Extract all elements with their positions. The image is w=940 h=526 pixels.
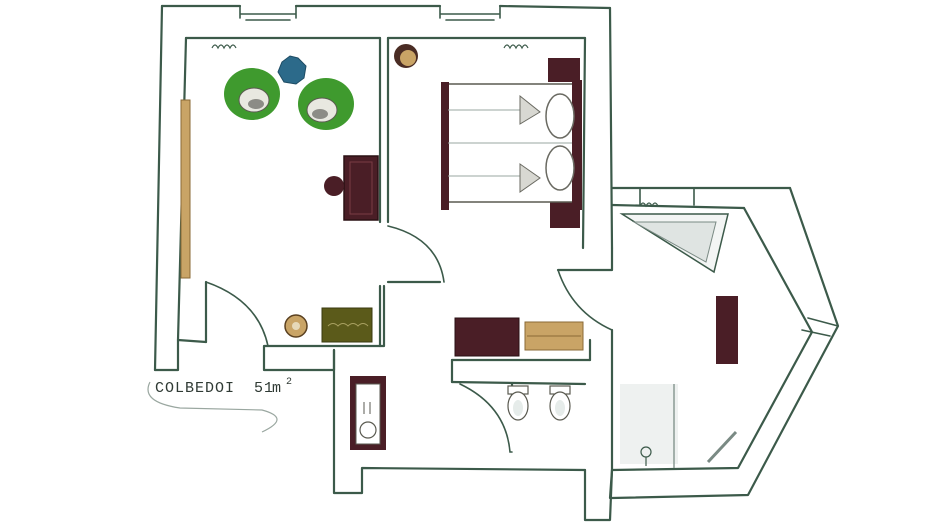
window-icon bbox=[639, 187, 695, 206]
pillow-icon bbox=[545, 145, 575, 191]
pillow-icon bbox=[545, 93, 575, 139]
outer-walls bbox=[153, 4, 840, 522]
toilet-icon bbox=[507, 385, 529, 421]
nightstand-icon bbox=[548, 58, 580, 82]
chair-icon bbox=[394, 44, 418, 68]
armchair-icon bbox=[224, 68, 280, 120]
radiator-icon bbox=[211, 44, 237, 50]
towel-rail bbox=[706, 430, 738, 464]
plan-area-value: 51 bbox=[254, 380, 274, 397]
bathroom-cabinet bbox=[716, 296, 738, 364]
desk-icon bbox=[343, 155, 379, 221]
door-swing-icon bbox=[205, 281, 269, 347]
bathtub-icon bbox=[619, 213, 729, 274]
living-room bbox=[180, 55, 379, 343]
plant-icon bbox=[277, 55, 307, 85]
bidet-icon bbox=[549, 385, 571, 421]
plan-area-unit: m bbox=[272, 380, 282, 397]
bathroom bbox=[350, 213, 738, 468]
windows bbox=[239, 5, 839, 337]
interior-walls bbox=[262, 36, 614, 472]
wardrobe bbox=[454, 317, 520, 357]
shower-icon bbox=[620, 384, 678, 468]
wall-shelf bbox=[180, 99, 191, 279]
armchair-icon bbox=[298, 78, 354, 130]
plan-label: COLBEDOI 51 m 2 bbox=[147, 377, 292, 433]
bed-icon bbox=[441, 80, 582, 210]
radiators bbox=[211, 44, 659, 208]
plan-name: COLBEDOI bbox=[155, 380, 235, 397]
bedroom bbox=[394, 44, 584, 357]
doors bbox=[205, 225, 613, 453]
sink-icon bbox=[350, 376, 386, 450]
plan-area-exponent: 2 bbox=[286, 377, 292, 388]
chair-icon bbox=[324, 176, 344, 196]
